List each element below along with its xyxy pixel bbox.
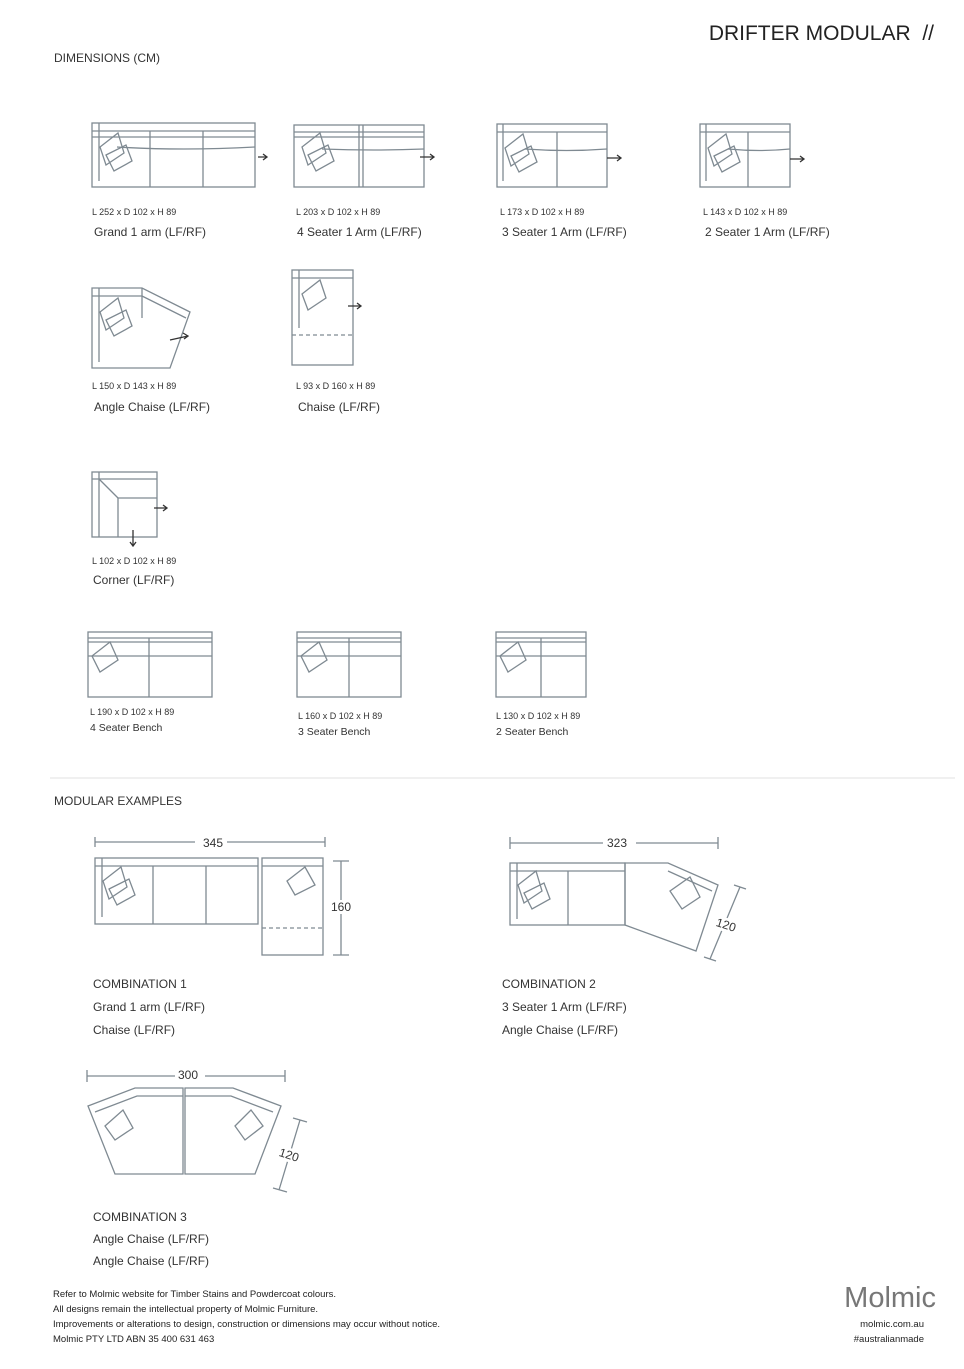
dims-text: L 190 x D 102 x H 89 [90, 707, 175, 717]
dims-text: L 150 x D 143 x H 89 [92, 381, 177, 391]
combo-part: Grand 1 arm (LF/RF) [93, 1000, 206, 1014]
footer-line: Refer to Molmic website for Timber Stain… [53, 1289, 337, 1300]
combo-part: Angle Chaise (LF/RF) [502, 1023, 619, 1037]
module-name: 3 Seater 1 Arm (LF/RF) [502, 225, 627, 239]
combo-width-label: 323 [607, 836, 628, 850]
dims-text: L 203 x D 102 x H 89 [296, 207, 381, 217]
combo-title: COMBINATION 2 [502, 977, 596, 991]
page-title: DRIFTER MODULAR // [709, 22, 934, 46]
module-name: Angle Chaise (LF/RF) [94, 400, 211, 414]
examples-heading: MODULAR EXAMPLES [54, 794, 183, 808]
website-link[interactable]: molmic.com.au [860, 1319, 924, 1330]
corner-diagram [91, 471, 169, 548]
module-name: 4 Seater Bench [90, 722, 163, 734]
dims-text: L 130 x D 102 x H 89 [496, 711, 581, 721]
hashtag: #australianmade [853, 1334, 924, 1345]
combo-part: Chaise (LF/RF) [93, 1023, 176, 1037]
module-name: 3 Seater Bench [298, 726, 371, 738]
combo-depth-label: 160 [331, 900, 352, 914]
footer-notes: Refer to Molmic website for Timber Stain… [53, 1287, 440, 1347]
module-name: Corner (LF/RF) [93, 573, 175, 587]
footer-line: Molmic PTY LTD ABN 35 400 631 463 [53, 1334, 215, 1345]
module-name: Grand 1 arm (LF/RF) [94, 225, 207, 239]
dims-text: L 160 x D 102 x H 89 [298, 711, 383, 721]
dims-text: L 143 x D 102 x H 89 [703, 207, 788, 217]
module-name: 2 Seater 1 Arm (LF/RF) [705, 225, 830, 239]
combination-3-diagram [86, 1070, 308, 1193]
combo-title: COMBINATION 1 [93, 977, 187, 991]
4-seater-1-arm-diagram [293, 124, 436, 188]
dims-text: L 102 x D 102 x H 89 [92, 556, 177, 566]
combo-title: COMBINATION 3 [93, 1210, 187, 1224]
module-name: Chaise (LF/RF) [298, 400, 381, 414]
3-seater-bench-diagram [296, 631, 402, 698]
footer-line: All designs remain the intellectual prop… [53, 1304, 319, 1315]
dimensions-heading: DIMENSIONS (CM) [54, 51, 160, 65]
combo-width-label: 345 [203, 836, 224, 850]
module-name: 2 Seater Bench [496, 726, 569, 738]
title-text: DRIFTER MODULAR [708, 22, 911, 45]
4-seater-bench-diagram [87, 631, 213, 698]
combo-width-label: 300 [178, 1068, 199, 1082]
combination-1-diagram [94, 837, 349, 956]
combination-2-diagram [509, 837, 747, 962]
2-seater-bench-diagram [495, 631, 587, 698]
combo-part: Angle Chaise (LF/RF) [93, 1232, 210, 1246]
angle-chaise-diagram [91, 287, 191, 369]
dims-text: L 93 x D 160 x H 89 [296, 381, 376, 391]
dims-text: L 252 x D 102 x H 89 [92, 207, 177, 217]
footer-line: Improvements or alterations to design, c… [53, 1319, 441, 1330]
3-seater-1-arm-diagram [496, 123, 623, 188]
combo-part: Angle Chaise (LF/RF) [93, 1254, 210, 1268]
brand-logo: Molmic [844, 1282, 936, 1314]
title-suffix: // [922, 22, 934, 45]
2-seater-1-arm-diagram [699, 123, 806, 188]
chaise-diagram [291, 269, 363, 366]
dims-text: L 173 x D 102 x H 89 [500, 207, 585, 217]
combo-part: 3 Seater 1 Arm (LF/RF) [502, 1000, 627, 1014]
section-divider [50, 777, 955, 779]
grand-1-arm-diagram [91, 122, 269, 188]
module-name: 4 Seater 1 Arm (LF/RF) [297, 225, 422, 239]
